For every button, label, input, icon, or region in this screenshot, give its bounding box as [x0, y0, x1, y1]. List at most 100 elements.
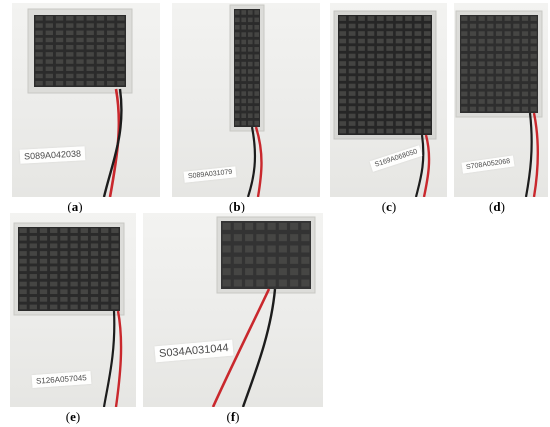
- pellet: [376, 83, 384, 89]
- pellet: [29, 274, 37, 279]
- pellet: [478, 68, 485, 74]
- thermoelectric-module-a: [27, 8, 133, 197]
- pellet: [504, 84, 511, 89]
- pellet: [521, 61, 529, 67]
- pellet: [395, 23, 403, 29]
- pellet: [339, 16, 347, 21]
- pellet: [358, 23, 365, 29]
- pellet: [90, 281, 99, 287]
- pellet: [233, 245, 242, 253]
- pellet: [111, 243, 119, 249]
- pellet: [45, 66, 54, 72]
- pellet: [521, 91, 529, 97]
- pellet: [358, 98, 365, 104]
- pellet: [70, 304, 78, 310]
- thermoelectric-module-d: [455, 10, 543, 197]
- pellet: [495, 16, 503, 21]
- pellet: [101, 251, 109, 256]
- pellet: [521, 106, 529, 112]
- pellet: [50, 274, 58, 279]
- pellet: [386, 106, 394, 111]
- pellet: [80, 243, 88, 249]
- pellet: [376, 31, 384, 36]
- photo-panel-e: S126A057045: [10, 213, 136, 407]
- pellet: [101, 281, 109, 287]
- pellet: [55, 23, 64, 28]
- pellet: [254, 47, 260, 52]
- pellet: [478, 31, 485, 36]
- pellet: [339, 121, 347, 126]
- caption-b: (b): [229, 199, 245, 214]
- pellet: [530, 91, 537, 97]
- pellet: [80, 251, 88, 256]
- pellet: [66, 80, 74, 86]
- pellet: [101, 266, 109, 272]
- pellet: [339, 128, 347, 134]
- pellet: [386, 31, 394, 36]
- pellet: [487, 46, 494, 52]
- pellet: [55, 66, 64, 72]
- pellet: [395, 128, 403, 134]
- pellet: [487, 53, 494, 59]
- pellet: [358, 61, 365, 66]
- pellet: [19, 235, 27, 241]
- pellet: [513, 46, 520, 52]
- pellet: [90, 235, 99, 241]
- pellet: [29, 266, 37, 272]
- pellet: [29, 289, 37, 295]
- pellet: [241, 54, 247, 59]
- pellet: [29, 258, 37, 264]
- pellet: [386, 61, 394, 66]
- pellet: [55, 52, 64, 57]
- pellet: [234, 120, 240, 126]
- pellet: [50, 243, 58, 249]
- pellet: [101, 243, 109, 249]
- pellet: [487, 76, 494, 82]
- pellet: [247, 10, 253, 15]
- pellet: [386, 16, 394, 21]
- pellet: [256, 245, 265, 253]
- pellet: [90, 304, 99, 310]
- pellet: [461, 76, 468, 82]
- pellet: [530, 76, 537, 82]
- pellet: [247, 106, 253, 111]
- pellet: [513, 76, 520, 82]
- pellet: [339, 53, 347, 59]
- pellet: [111, 235, 119, 241]
- pellet: [117, 66, 125, 72]
- pellet: [423, 38, 431, 44]
- pellet: [495, 53, 503, 59]
- pellet: [339, 46, 347, 51]
- pellet: [478, 106, 485, 112]
- pellet: [339, 98, 347, 104]
- pellet: [254, 76, 260, 82]
- pellet: [513, 68, 520, 74]
- pellet: [241, 32, 247, 37]
- pellet: [234, 83, 240, 89]
- pellet: [241, 113, 247, 118]
- pellet: [301, 256, 310, 264]
- pellet: [96, 66, 105, 72]
- pellet: [222, 268, 231, 276]
- pellet: [90, 243, 99, 249]
- pellet: [339, 38, 347, 44]
- pellet: [358, 121, 365, 126]
- pellet: [86, 73, 94, 79]
- pellet: [117, 23, 125, 28]
- pellet: [96, 73, 105, 79]
- pellet: [405, 91, 412, 96]
- pellet: [504, 68, 511, 74]
- pellet: [386, 53, 394, 59]
- pellet: [254, 98, 260, 104]
- pellet: [513, 23, 520, 29]
- pellet: [376, 106, 384, 111]
- photo-panel-b: S089A031079: [172, 3, 320, 197]
- pellet: [367, 121, 375, 126]
- pellet: [395, 76, 403, 81]
- pellet: [487, 61, 494, 67]
- pellet: [111, 289, 119, 295]
- pellet: [521, 23, 529, 29]
- pellet: [86, 30, 94, 36]
- pellet: [414, 121, 422, 126]
- pellet: [247, 91, 253, 96]
